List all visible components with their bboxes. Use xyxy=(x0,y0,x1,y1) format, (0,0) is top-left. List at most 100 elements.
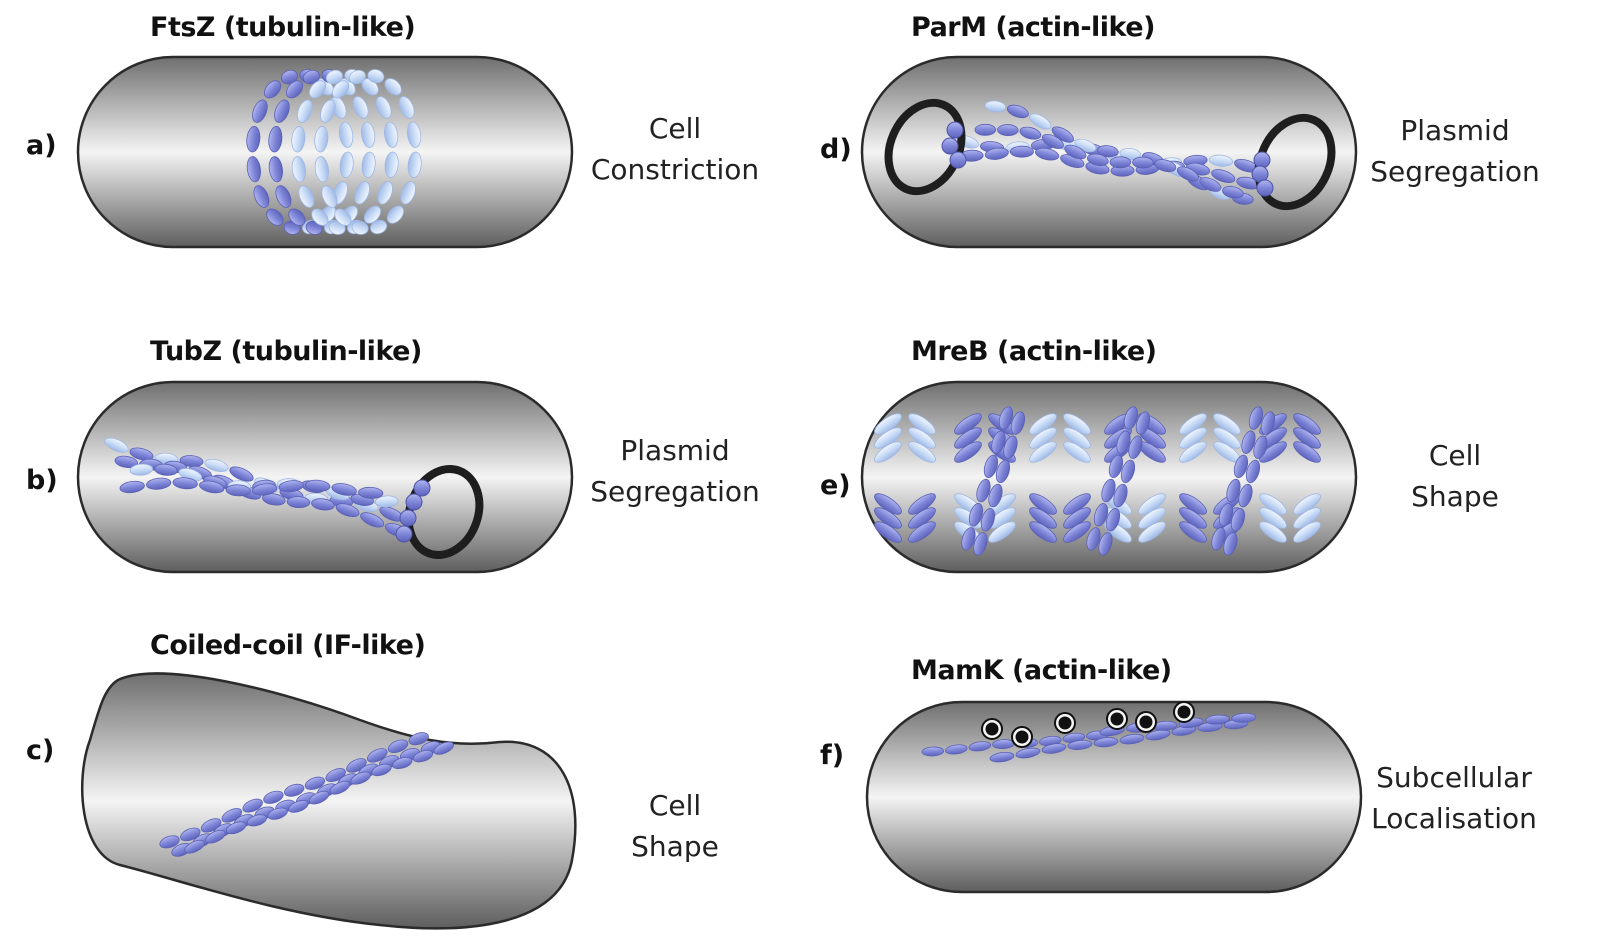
filament-subunit xyxy=(1145,729,1171,741)
filament-subunit xyxy=(304,776,326,790)
filament-subunit xyxy=(275,185,292,208)
filament-subunit xyxy=(311,208,329,226)
filament-subunit xyxy=(321,185,338,208)
filament-subunit xyxy=(358,486,384,499)
filament-subunit xyxy=(974,123,997,136)
panel-c-function-line1: Cell xyxy=(648,789,702,822)
filament-subunit xyxy=(350,771,371,785)
filament-subunit xyxy=(297,99,313,123)
filament-subunit xyxy=(288,800,309,813)
filament-subunit xyxy=(989,751,1015,763)
coiled-coil-filaments xyxy=(159,732,454,857)
panel-c-letter: c) xyxy=(26,735,55,766)
filament-subunit xyxy=(387,739,409,754)
filament-subunit xyxy=(225,821,247,835)
filament-subunit xyxy=(262,493,286,506)
binding-bead xyxy=(1256,179,1274,197)
filament-subunit xyxy=(921,746,945,757)
filament-subunit xyxy=(1204,714,1230,725)
filament-subunit xyxy=(172,477,198,490)
filament-subunit xyxy=(1109,156,1132,169)
filament-subunit xyxy=(1116,430,1131,454)
filament-subunit xyxy=(225,484,251,497)
filament-subunit xyxy=(146,477,172,490)
filament-subunit xyxy=(354,181,370,205)
filament-subunit xyxy=(976,478,991,503)
filament-subunit xyxy=(1248,406,1264,430)
filament-subunit xyxy=(1015,747,1041,759)
panel-e-function-line2: Shape xyxy=(1411,480,1499,513)
filament-subunit xyxy=(1231,712,1257,723)
filament-subunit xyxy=(119,480,145,494)
filament-subunit xyxy=(1098,532,1113,556)
panel-d-letter: d) xyxy=(820,134,852,165)
filament-subunit xyxy=(252,99,268,123)
filament-subunit xyxy=(1138,521,1166,543)
filament-subunit xyxy=(1063,521,1091,543)
filament-subunit xyxy=(1009,145,1034,158)
filament-subunit xyxy=(407,121,422,148)
filament-subunit xyxy=(1010,411,1026,435)
filament-subunit xyxy=(267,807,288,820)
filament-subunit xyxy=(1176,166,1199,182)
filament-subunit xyxy=(1293,521,1321,543)
filament-subunit xyxy=(311,498,335,511)
filament-subunit xyxy=(1230,508,1246,532)
filament-subunit xyxy=(291,126,306,153)
filament-subunit xyxy=(314,126,329,153)
filament-subunit xyxy=(1097,145,1119,158)
filament-subunit xyxy=(252,483,278,496)
magnetite-crystal xyxy=(1110,712,1124,726)
filament-subunit xyxy=(1208,154,1233,167)
ftsz-ring-filaments xyxy=(246,69,422,235)
panel-e-function-line1: Cell xyxy=(1428,439,1482,472)
filament-subunit xyxy=(339,121,354,148)
filament-subunit xyxy=(1154,159,1177,173)
filament-subunit xyxy=(1101,478,1116,503)
filament-subunit xyxy=(1006,104,1029,119)
filament-subunit xyxy=(246,814,267,827)
panel-a-function-line1: Cell xyxy=(648,112,702,145)
tubz-cell-diagram xyxy=(76,380,574,574)
panel-b-function: Plasmid Segregation xyxy=(590,430,760,512)
filament-subunit xyxy=(1132,156,1154,169)
filament-subunit xyxy=(1218,503,1234,527)
filament-subunit xyxy=(991,430,1006,454)
filament-subunit xyxy=(1086,527,1101,551)
filament-subunit xyxy=(361,151,376,178)
filament-subunit xyxy=(1222,186,1244,199)
panel-b-function-line1: Plasmid xyxy=(620,434,730,467)
filament-subunit xyxy=(968,741,992,752)
filament-subunit xyxy=(1119,733,1145,745)
filament-subunit xyxy=(1041,133,1064,149)
filament-subunit xyxy=(1211,169,1236,183)
filament-subunit xyxy=(1093,737,1119,748)
magnetite-crystal xyxy=(985,722,999,736)
filament-subunit xyxy=(375,96,392,119)
tubz-filament-bundle xyxy=(104,437,409,538)
filament-subunit xyxy=(384,121,399,148)
filament-subunit xyxy=(1226,478,1241,503)
filament-subunit xyxy=(284,783,305,797)
filament-subunit xyxy=(263,790,284,804)
panel-d-function: Plasmid Segregation xyxy=(1370,110,1540,192)
filament-subunit xyxy=(1108,454,1124,479)
panel-e-function: Cell Shape xyxy=(1370,435,1540,517)
filament-subunit xyxy=(984,100,1007,113)
plasmid-binding-beads xyxy=(941,121,1274,197)
filament-subunit xyxy=(291,156,306,183)
plasmid-ring-right xyxy=(1254,113,1336,211)
filament-subunit xyxy=(351,220,369,235)
filament-subunit xyxy=(242,798,263,813)
filament-subunit xyxy=(874,441,902,463)
filament-subunit xyxy=(1087,153,1109,166)
filament-subunit xyxy=(1238,483,1253,508)
filament-subunit xyxy=(973,532,988,556)
filament-subunit xyxy=(1123,406,1139,430)
filament-subunit xyxy=(309,80,327,99)
filament-subunit xyxy=(983,454,999,479)
filament-subunit xyxy=(154,463,178,476)
binding-bead xyxy=(399,509,417,527)
filament-subunit xyxy=(298,185,315,208)
